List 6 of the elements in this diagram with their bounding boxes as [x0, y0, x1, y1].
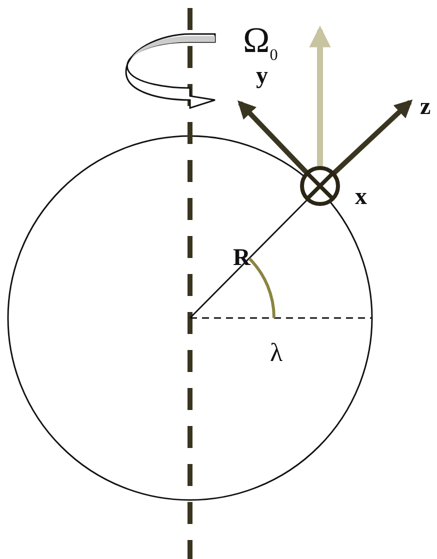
axis-label: z [420, 95, 431, 119]
axis-label: y [256, 64, 268, 88]
omega-label: Ω$_{0}$ [243, 22, 278, 64]
axis-label: x [355, 185, 367, 209]
radius-label: R [233, 246, 250, 270]
angle-label: λ [270, 340, 283, 366]
